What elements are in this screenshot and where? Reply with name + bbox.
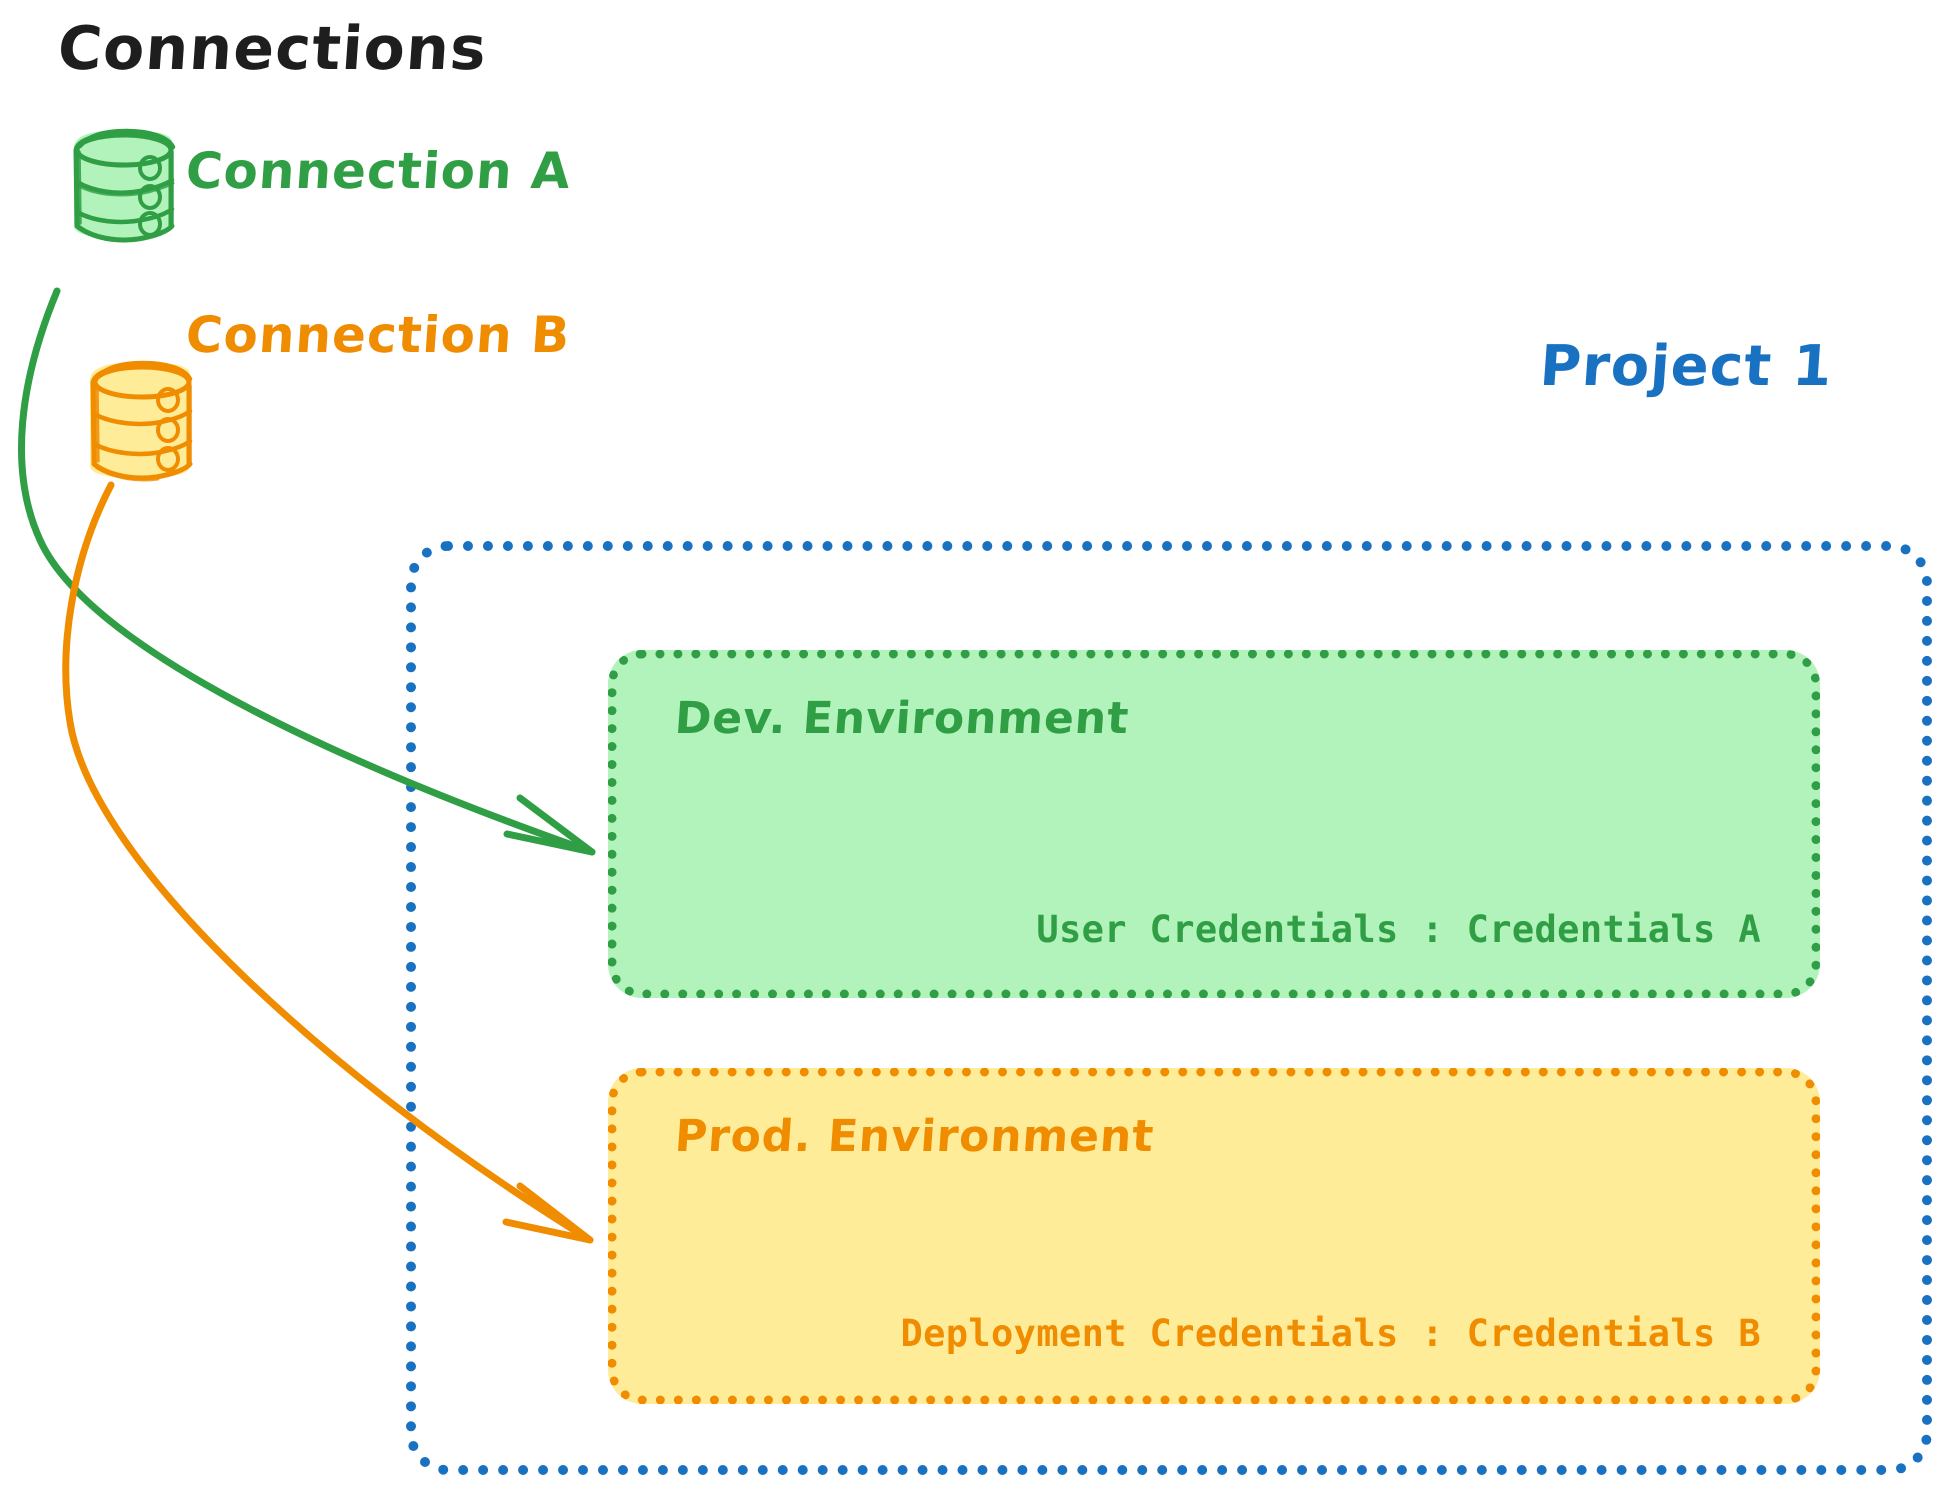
connection-a-database-icon[interactable] [73,128,176,243]
connection-b-database-icon[interactable] [90,360,193,482]
dev-environment-credentials: User Credentials : Credentials A [1036,908,1761,951]
connection-b-label: Connection B [183,306,573,364]
prod-environment-title: Prod. Environment [673,1111,1156,1162]
prod-environment-box[interactable]: Prod. Environment Deployment Credentials… [608,1068,1820,1404]
connections-heading: Connections [55,14,490,84]
connection-a-label: Connection A [183,142,573,200]
dev-environment-box[interactable]: Dev. Environment User Credentials : Cred… [608,650,1820,998]
project-title: Project 1 [1537,334,1836,399]
dev-environment-title: Dev. Environment [673,693,1131,744]
prod-environment-credentials: Deployment Credentials : Credentials B [900,1312,1761,1355]
